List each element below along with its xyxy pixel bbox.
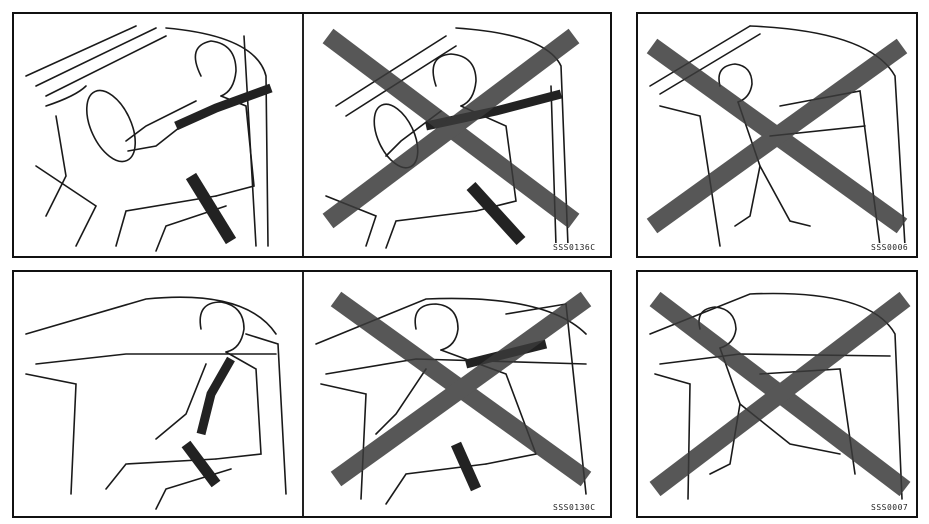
prohibited-cross-marker (328, 36, 574, 221)
child-standing-drawing (640, 16, 914, 254)
prohibited-cross-marker (652, 46, 902, 226)
panel-passenger-correct (16, 274, 300, 514)
passenger-correct-drawing (16, 274, 300, 514)
figure-code-bottom-left: SSS0130C (552, 503, 597, 512)
driver-correct-drawing (16, 16, 300, 254)
panel-passenger-reclined (306, 274, 608, 514)
prohibited-cross-marker (655, 299, 905, 489)
figure-code-top-left: SSS0136C (552, 243, 597, 252)
top-panel-divider (302, 14, 304, 256)
panel-child-standing (640, 16, 914, 254)
bottom-panel-divider (302, 272, 304, 516)
child-kneeling-drawing (640, 274, 914, 514)
panel-child-kneeling (640, 274, 914, 514)
passenger-reclined-drawing (306, 274, 608, 514)
driver-reclined-drawing (306, 16, 608, 254)
figure-code-bottom-right: SSS0007 (870, 503, 909, 512)
panel-driver-reclined (306, 16, 608, 254)
panel-driver-correct (16, 16, 300, 254)
figure-code-top-right: SSS0006 (870, 243, 909, 252)
